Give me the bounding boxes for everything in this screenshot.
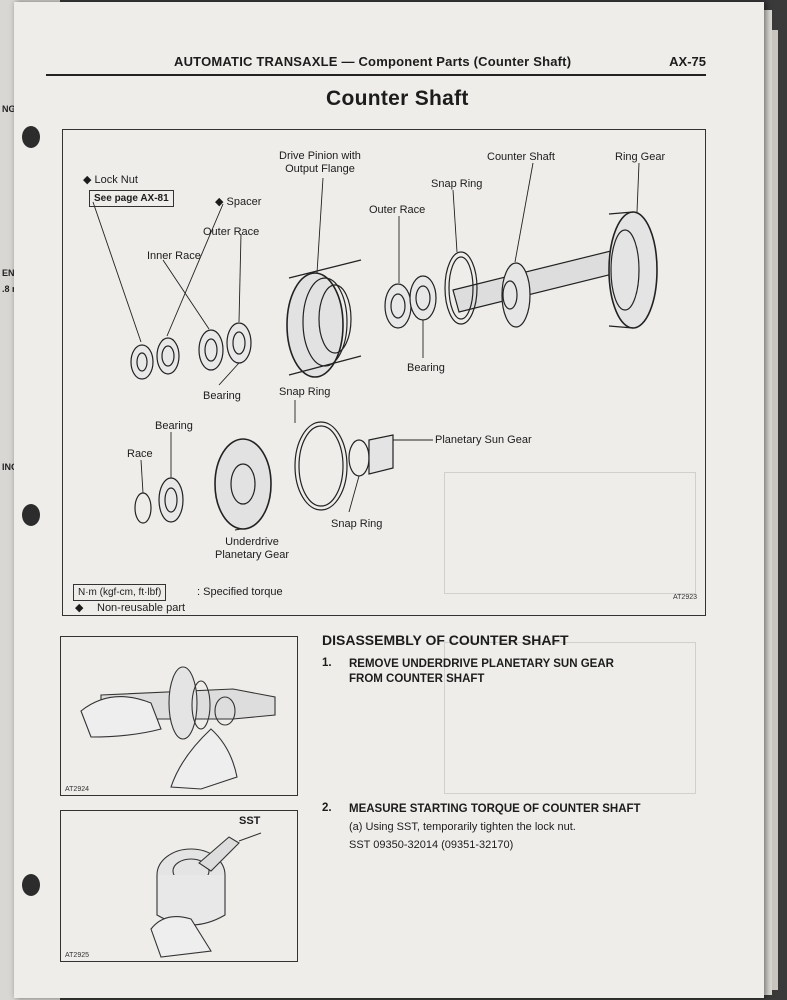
label-see-page: See page AX-81 bbox=[89, 190, 174, 207]
legend-torque-box: N·m (kgf-cm, ft·lbf) bbox=[73, 584, 167, 601]
disassembly-heading: DISASSEMBLY OF COUNTER SHAFT bbox=[322, 632, 569, 648]
label-planetary-sun-gear: Planetary Sun Gear bbox=[435, 434, 532, 446]
figure-step-1: AT2924 bbox=[60, 636, 298, 796]
step-instruction: (a) Using SST, temporarily tighten the l… bbox=[349, 821, 576, 833]
label-spacer: ◆ Spacer bbox=[215, 196, 262, 208]
page-edge-shadow bbox=[772, 30, 778, 990]
binder-hole bbox=[22, 126, 40, 148]
step-1-illustration bbox=[80, 666, 276, 790]
bleed-through-figure bbox=[444, 642, 696, 794]
label-snap-ring: Snap Ring bbox=[431, 178, 483, 190]
section-title: Counter Shaft bbox=[326, 87, 469, 110]
label-race: Race bbox=[127, 448, 153, 460]
label-ring-gear: Ring Gear bbox=[615, 151, 666, 163]
binder-hole bbox=[22, 874, 40, 896]
step-number: 1. bbox=[322, 657, 332, 669]
label-outer-race: Outer Race bbox=[369, 204, 426, 216]
step-title: REMOVE UNDERDRIVE PLANETARY SUN GEAR FRO… bbox=[349, 658, 614, 685]
label-counter-shaft: Counter Shaft bbox=[487, 151, 555, 163]
label-snap-ring: Snap Ring bbox=[331, 518, 383, 530]
underlying-page-fragment: ING bbox=[2, 462, 19, 472]
label-bearing: Bearing bbox=[203, 390, 241, 402]
label-sst: SST bbox=[239, 815, 261, 827]
step-title: MEASURE STARTING TORQUE OF COUNTER SHAFT bbox=[349, 803, 641, 815]
manual-page: AUTOMATIC TRANSAXLE — Component Parts (C… bbox=[14, 2, 764, 998]
label-outer-race: Outer Race bbox=[203, 226, 260, 238]
page-edge bbox=[764, 10, 772, 995]
exploded-view-diagram: ◆ Lock Nut See page AX-81 ◆ Spacer Outer… bbox=[62, 129, 706, 616]
figure-id: AT2923 bbox=[673, 594, 697, 601]
figure-step-2: SST AT2925 bbox=[60, 810, 298, 962]
page-number: AX-75 bbox=[669, 54, 706, 69]
underlying-page-fragment: .8 m bbox=[2, 284, 21, 294]
step-2-illustration bbox=[150, 832, 262, 958]
legend-torque-text: : Specified torque bbox=[197, 586, 283, 598]
underlying-page-fragment: ENG bbox=[2, 268, 22, 278]
legend-nonreusable-symbol: ◆ bbox=[75, 602, 84, 614]
figure-id: AT2925 bbox=[65, 952, 89, 959]
label-drive-pinion: Drive Pinion with Output Flange bbox=[279, 150, 361, 175]
label-bearing: Bearing bbox=[407, 362, 445, 374]
label-snap-ring: Snap Ring bbox=[279, 386, 331, 398]
header-title: AUTOMATIC TRANSAXLE — Component Parts (C… bbox=[174, 54, 572, 69]
label-bearing: Bearing bbox=[155, 420, 193, 432]
underlying-page-fragment: NG bbox=[2, 104, 16, 114]
label-inner-race: Inner Race bbox=[147, 250, 201, 262]
figure-id: AT2924 bbox=[65, 786, 89, 793]
sst-number: SST 09350-32014 (09351-32170) bbox=[349, 839, 514, 851]
page-header: AUTOMATIC TRANSAXLE — Component Parts (C… bbox=[46, 52, 706, 76]
binder-hole bbox=[22, 504, 40, 526]
label-lock-nut: ◆ Lock Nut bbox=[83, 174, 138, 186]
bleed-through-figure bbox=[444, 472, 696, 594]
label-underdrive-planetary-gear: Underdrive Planetary Gear bbox=[215, 536, 289, 561]
legend-nonreusable-text: Non-reusable part bbox=[97, 602, 186, 614]
exploded-view-drawing bbox=[92, 162, 658, 531]
step-number: 2. bbox=[322, 802, 332, 814]
